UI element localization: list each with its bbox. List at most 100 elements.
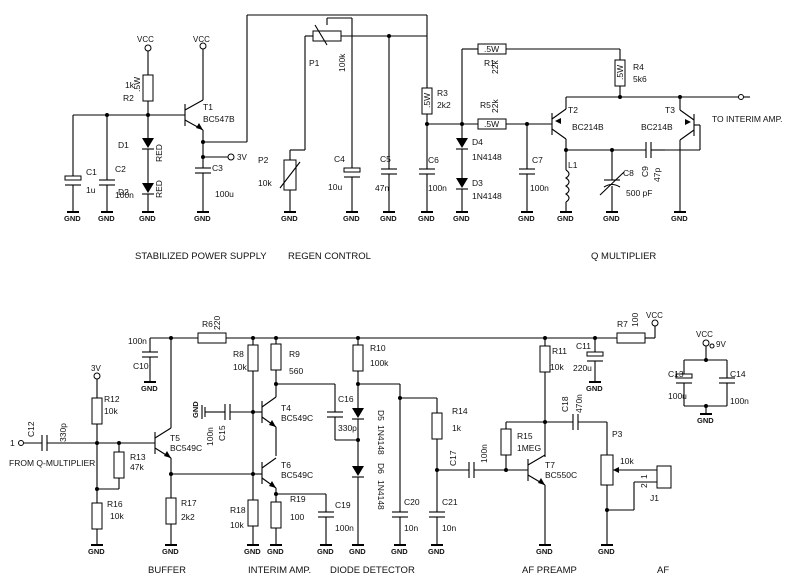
- t2-value: BC214B: [572, 122, 604, 132]
- gnd-label: GND: [139, 214, 156, 223]
- c13-ref: C13: [668, 369, 684, 379]
- r4-ref: R4: [633, 62, 644, 72]
- power-supply-block: VCC .5W 1k R2 D1 RED D2 RED C1 1u C: [64, 35, 247, 212]
- interim-amp-block: R8 10k GND 100n C15 T4 BC549C R9 560: [191, 336, 354, 545]
- potentiometer-p3: [600, 454, 614, 486]
- ground-symbol: GND: [343, 211, 360, 223]
- resistor-r8: [247, 344, 259, 372]
- r16-value: 10k: [110, 511, 124, 521]
- r19-ref: R19: [290, 494, 306, 504]
- gnd-label: GND: [244, 547, 261, 556]
- ground-symbol: GND: [139, 211, 156, 223]
- potentiometer-p1: [312, 30, 342, 42]
- resistor-r19: [270, 501, 282, 529]
- r13-ref: R13: [130, 452, 146, 462]
- c19-value: 100n: [335, 523, 354, 533]
- section-diode-detector: DIODE DETECTOR: [330, 565, 415, 576]
- gnd-label: GND: [586, 384, 603, 393]
- t1-ref: T1: [203, 102, 213, 112]
- gnd-label: GND: [603, 214, 620, 223]
- r14-value: 1k: [452, 423, 462, 433]
- gnd-label: GND: [88, 547, 105, 556]
- svg-text:.5W: .5W: [484, 119, 499, 129]
- ground-symbol: GND: [64, 211, 81, 223]
- ground-symbol: GND: [194, 211, 211, 223]
- ground-symbol: GND: [317, 544, 334, 556]
- gnd-label: GND: [317, 547, 334, 556]
- r7-ref: R7: [617, 319, 628, 329]
- resistor-r15: [500, 428, 512, 456]
- c21-value: 10n: [442, 523, 456, 533]
- ground-symbol: GND: [244, 544, 261, 556]
- r11-value: 10k: [550, 362, 564, 372]
- c11-value: 220u: [573, 363, 592, 373]
- c16-value: 330p: [338, 423, 357, 433]
- gnd-label: GND: [557, 214, 574, 223]
- r1-value: 22k: [490, 60, 500, 74]
- r12-value: 10k: [104, 406, 118, 416]
- gnd-label: GND: [671, 214, 688, 223]
- svg-text:2: 2: [639, 483, 649, 488]
- r18-value: 10k: [230, 520, 244, 530]
- gnd-label: GND: [428, 547, 445, 556]
- d6-value: 1N4148: [376, 480, 386, 510]
- t3-value: BC214B: [641, 122, 673, 132]
- t2-ref: T2: [568, 105, 578, 115]
- from-q-multiplier-label: FROM Q-MULTIPLIER: [9, 458, 95, 468]
- c14-ref: C14: [730, 369, 746, 379]
- c10-ref: C10: [133, 361, 149, 371]
- gnd-label: GND: [64, 214, 81, 223]
- ground-symbol: GND: [671, 211, 688, 223]
- c3-ref: C3: [212, 163, 223, 173]
- gnd-label: GND: [453, 214, 470, 223]
- resistor-r11: [539, 345, 551, 373]
- buffer-block: R6 220 R7 100 VCC 100n C10 1 C12 330p FR…: [9, 311, 663, 545]
- resistor-r7: [616, 332, 646, 344]
- svg-text:VCC: VCC: [646, 311, 663, 320]
- gnd-label: GND: [380, 214, 397, 223]
- gnd-label: GND: [391, 547, 408, 556]
- c15-value: 100n: [205, 427, 215, 446]
- c15-ref: C15: [217, 425, 227, 441]
- inductor-l1: [565, 169, 570, 203]
- c8-ref: C8: [623, 168, 634, 178]
- p1-value: 100k: [337, 53, 347, 72]
- r12-ref: R12: [104, 394, 120, 404]
- c20-ref: C20: [404, 497, 420, 507]
- capacitor-c1: [64, 175, 82, 181]
- resistor-r14: [431, 412, 443, 440]
- j1-ref: J1: [650, 493, 659, 503]
- gnd-label: GND: [141, 384, 158, 393]
- gnd-label: GND: [536, 547, 553, 556]
- c2-ref: C2: [115, 164, 126, 174]
- resistor-r12: [91, 397, 103, 425]
- gnd-label: GND: [598, 547, 615, 556]
- r9-ref: R9: [289, 349, 300, 359]
- t7-value: BC550C: [545, 470, 577, 480]
- r11-ref: R11: [552, 346, 567, 356]
- ground-symbol: GND: [697, 413, 714, 425]
- r2-value: 1k: [125, 80, 135, 90]
- resistor-r10: [352, 344, 364, 372]
- svg-text:1: 1: [10, 438, 15, 448]
- ground-symbol: GND: [418, 211, 435, 223]
- svg-text:.5W: .5W: [615, 65, 625, 80]
- output-to-interim-terminal: [738, 94, 744, 100]
- d1-ref: D1: [118, 140, 129, 150]
- l1-ref: L1: [568, 160, 578, 170]
- r8-ref: R8: [233, 349, 244, 359]
- resistor-r16: [91, 502, 103, 530]
- d6-ref: D6: [376, 463, 386, 474]
- vcc-terminal: [144, 44, 152, 52]
- ground-symbol: GND: [586, 381, 603, 393]
- section-af-preamp: AF PREAMP: [522, 565, 577, 576]
- r1-ref: R1: [484, 58, 495, 68]
- r3-ref: R3: [437, 88, 448, 98]
- t4-value: BC549C: [281, 413, 313, 423]
- c9-ref: C9: [640, 166, 650, 177]
- svg-text:3V: 3V: [237, 153, 247, 162]
- r17-ref: R17: [181, 498, 197, 508]
- vcc-label: VCC: [137, 35, 154, 44]
- d2-ref: D2: [118, 187, 129, 197]
- input-from-q-terminal: [18, 440, 24, 446]
